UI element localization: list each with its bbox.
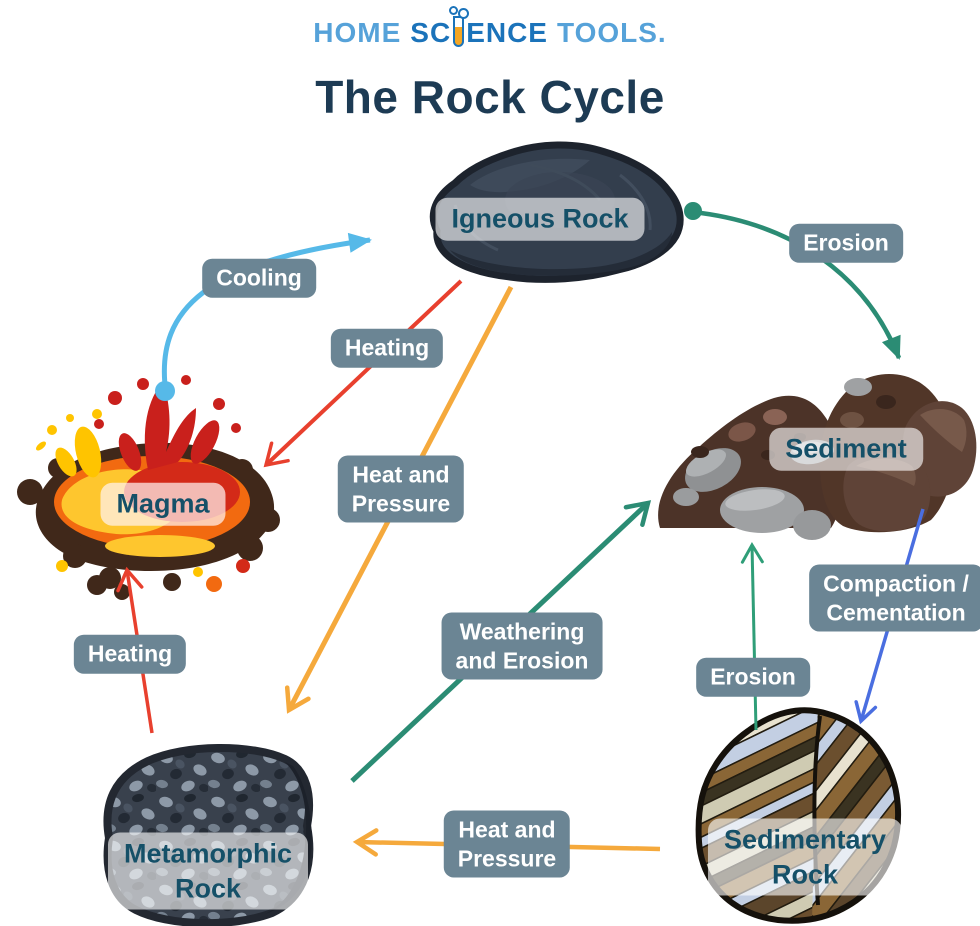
edge-label-heating-igneous: Heating [330,328,444,368]
label-line-1: Heat and [352,461,450,488]
label-line-2: Rock [174,873,242,903]
edge-label-heat-and-pressure-sedimentary: Heat and Pressure [443,810,571,878]
label-line-2: Rock [771,859,839,889]
node-label-sediment: Sediment [769,427,923,471]
label-line-2: Cementation [826,599,966,625]
node-label-metamorphic-rock: Metamorphic Rock [107,832,309,910]
erosion-sedimentary-arrow [740,542,764,731]
edge-label-erosion-igneous: Erosion [789,223,903,263]
label-line-2: and Erosion [455,647,589,673]
label-line-2: Pressure [457,845,557,871]
page-title: The Rock Cycle [315,71,665,123]
logo-science-left-text: SC [410,17,452,48]
node-label-magma: Magma [100,482,226,526]
logo-tools-text: TOOLS. [556,17,667,48]
logo-home-text: HOME [313,17,402,48]
label-line-1: Metamorphic [123,838,293,869]
logo-science-right-text: ENCE [466,17,548,48]
home-science-tools-logo: HOME SC ENCE TOOLS. [0,6,980,48]
node-label-igneous-rock: Igneous Rock [435,197,645,241]
edge-label-compaction-cementation: Compaction / Cementation [809,564,980,632]
edge-label-heating-metamorphic: Heating [73,634,187,674]
label-line-1: Heat and [458,816,556,843]
heating-igneous-arrow [263,279,463,468]
edge-label-heat-and-pressure-igneous: Heat and Pressure [337,455,465,523]
test-tube-icon [449,6,470,47]
node-label-sedimentary-rock: Sedimentary Rock [707,818,903,896]
label-line-1: Compaction / [823,570,969,597]
edge-label-erosion-sedimentary: Erosion [696,657,810,697]
edge-label-cooling: Cooling [202,258,316,298]
label-line-1: Weathering [459,618,585,645]
label-line-1: Sedimentary [723,824,887,855]
edge-label-weathering-and-erosion: Weathering and Erosion [441,612,603,680]
label-line-2: Pressure [351,490,451,516]
